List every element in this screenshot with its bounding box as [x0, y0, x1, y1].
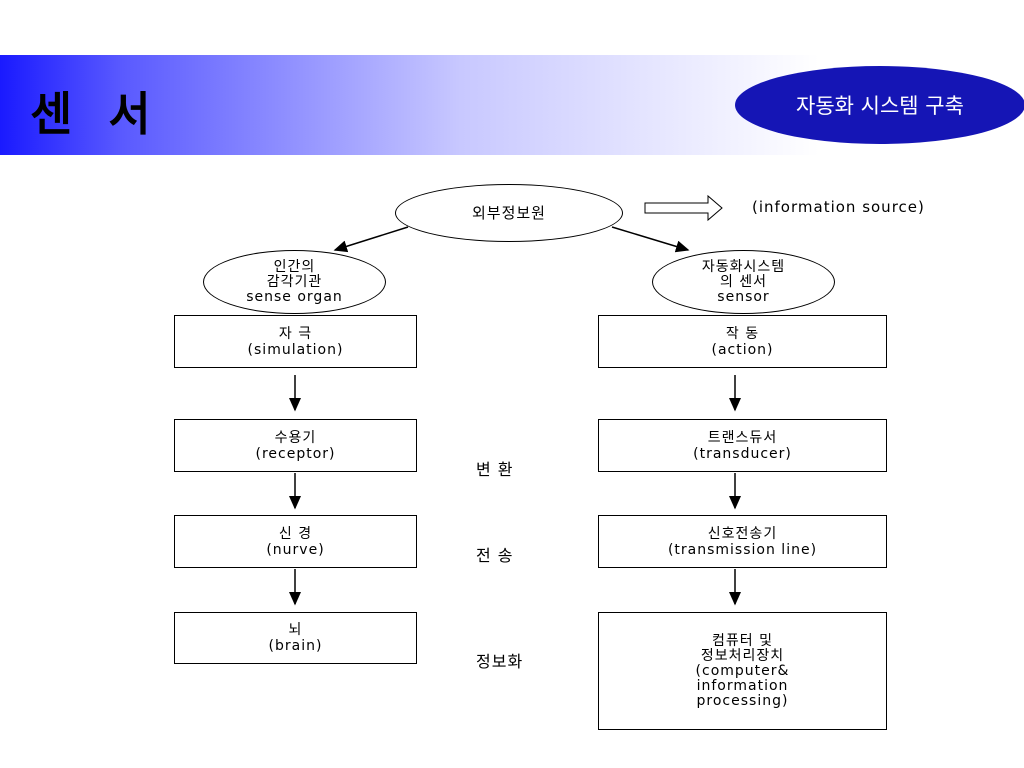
box-transmission-line-2: (transmission line)	[667, 541, 818, 558]
information-source-note: (information source)	[752, 198, 925, 216]
node-automation-sensor: 자동화시스템 의 센서 sensor	[652, 250, 835, 314]
page-title: 센 서	[30, 87, 161, 141]
box-receptor: 수용기 (receptor)	[174, 419, 417, 472]
box-nerve-line-2: (nurve)	[266, 541, 325, 558]
sensor-line-3: sensor	[717, 288, 770, 305]
box-action: 작 동 (action)	[598, 315, 887, 368]
box-brain: 뇌 (brain)	[174, 612, 417, 664]
sense-organ-line-3: sense organ	[246, 288, 343, 305]
hollow-arrow-icon	[644, 194, 723, 222]
box-computer-line-4: information	[696, 677, 789, 694]
box-transducer-line-1: 트랜스듀서	[707, 429, 778, 446]
box-computer-line-1: 컴퓨터 및	[712, 632, 773, 649]
node-information-source-label: 외부정보원	[471, 203, 546, 222]
box-stimulus-line-1: 자 극	[278, 325, 313, 342]
arrow-to-left-head	[333, 226, 409, 253]
sense-organ-line-1: 인간의	[273, 258, 316, 275]
box-brain-line-1: 뇌	[288, 622, 303, 638]
box-receptor-line-1: 수용기	[274, 429, 317, 446]
box-stimulus-line-2: (simulation)	[247, 341, 344, 358]
node-sense-organ: 인간의 감각기관 sense organ	[203, 250, 386, 314]
sensor-line-2: 의 센서	[719, 273, 768, 290]
topic-badge-label: 자동화 시스템 구축	[796, 94, 964, 118]
box-receptor-line-2: (receptor)	[255, 445, 336, 462]
box-computer-line-3: (computer&	[695, 662, 790, 679]
header-top-band	[0, 0, 1024, 55]
box-brain-line-2: (brain)	[268, 638, 323, 654]
box-nerve-line-1: 신 경	[278, 525, 313, 542]
node-information-source: 외부정보원	[395, 184, 623, 242]
box-computer: 컴퓨터 및 정보처리장치 (computer& information proc…	[598, 612, 887, 730]
box-computer-line-2: 정보처리장치	[700, 647, 785, 664]
box-transmission-line-1: 신호전송기	[707, 525, 778, 542]
box-transducer: 트랜스듀서 (transducer)	[598, 419, 887, 472]
label-transmission: 전 송	[476, 546, 514, 565]
label-conversion: 변 환	[476, 460, 514, 479]
sensor-line-1: 자동화시스템	[701, 258, 786, 275]
box-transducer-line-2: (transducer)	[693, 445, 792, 462]
box-computer-line-5: processing)	[696, 692, 789, 709]
sense-organ-line-2: 감각기관	[266, 273, 323, 290]
box-action-line-2: (action)	[711, 341, 774, 358]
box-action-line-1: 작 동	[725, 325, 760, 342]
arrow-to-right-head	[611, 226, 690, 253]
box-transmission-line: 신호전송기 (transmission line)	[598, 515, 887, 568]
box-nerve: 신 경 (nurve)	[174, 515, 417, 568]
label-informatization: 정보화	[476, 652, 524, 671]
box-stimulus: 자 극 (simulation)	[174, 315, 417, 368]
topic-badge: 자동화 시스템 구축	[735, 66, 1024, 144]
